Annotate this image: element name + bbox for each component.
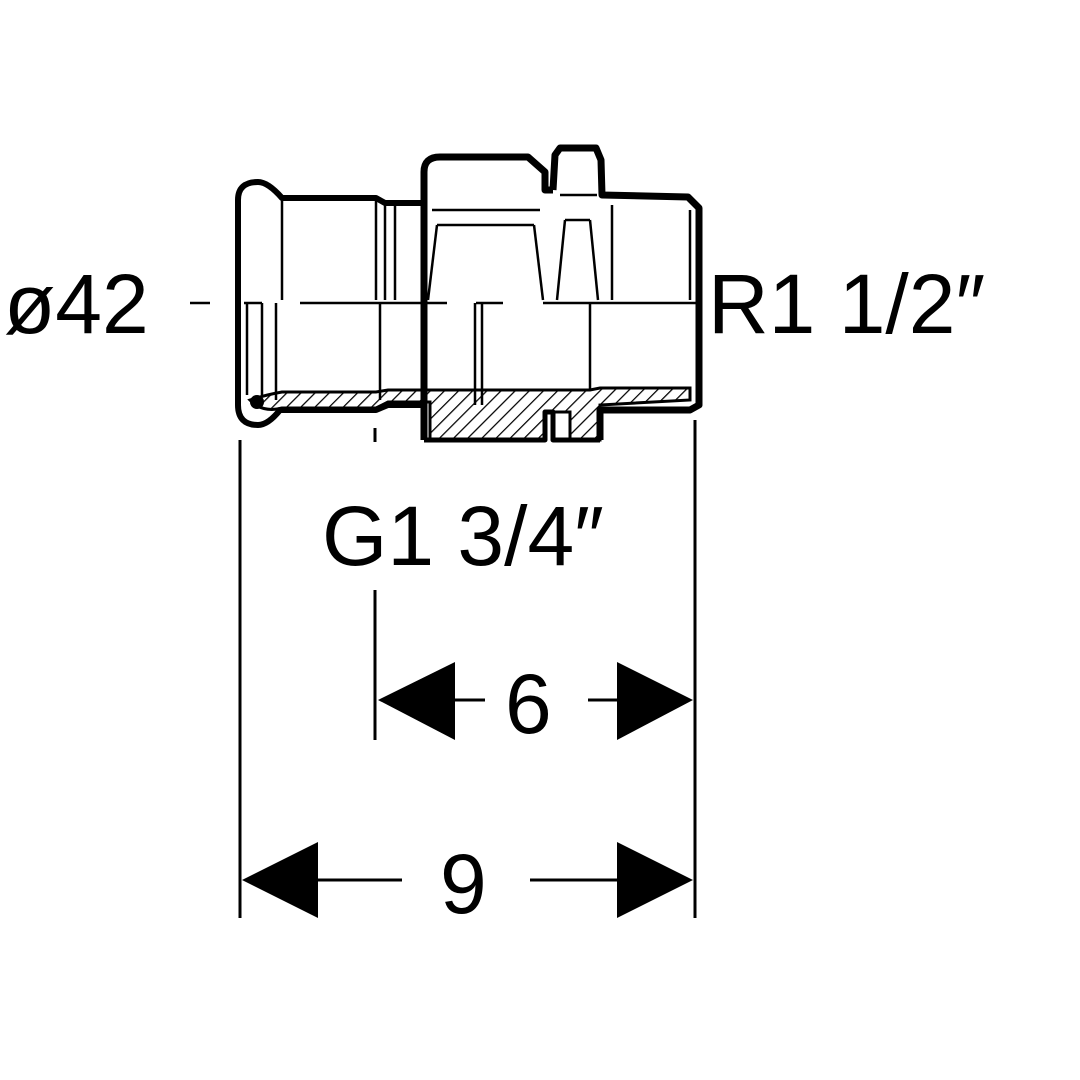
dimension-inner-label: 6: [505, 657, 552, 751]
union-nut: [420, 153, 553, 440]
wall-section-hatch: [247, 386, 692, 442]
arrow-right-icon: [617, 842, 693, 918]
arrow-left-icon: [378, 662, 455, 740]
press-socket-outline: [235, 179, 424, 300]
arrow-left-icon: [242, 842, 318, 918]
arrow-right-icon: [617, 662, 693, 740]
union-thread-label: G1 3/4″: [322, 489, 604, 583]
dimension-overall-label: 9: [440, 837, 487, 931]
male-thread-label: R1 1/2″: [708, 257, 986, 351]
hex-body: [549, 144, 703, 440]
o-ring: [250, 395, 264, 409]
pipe-diameter-label: ø42: [4, 257, 149, 351]
